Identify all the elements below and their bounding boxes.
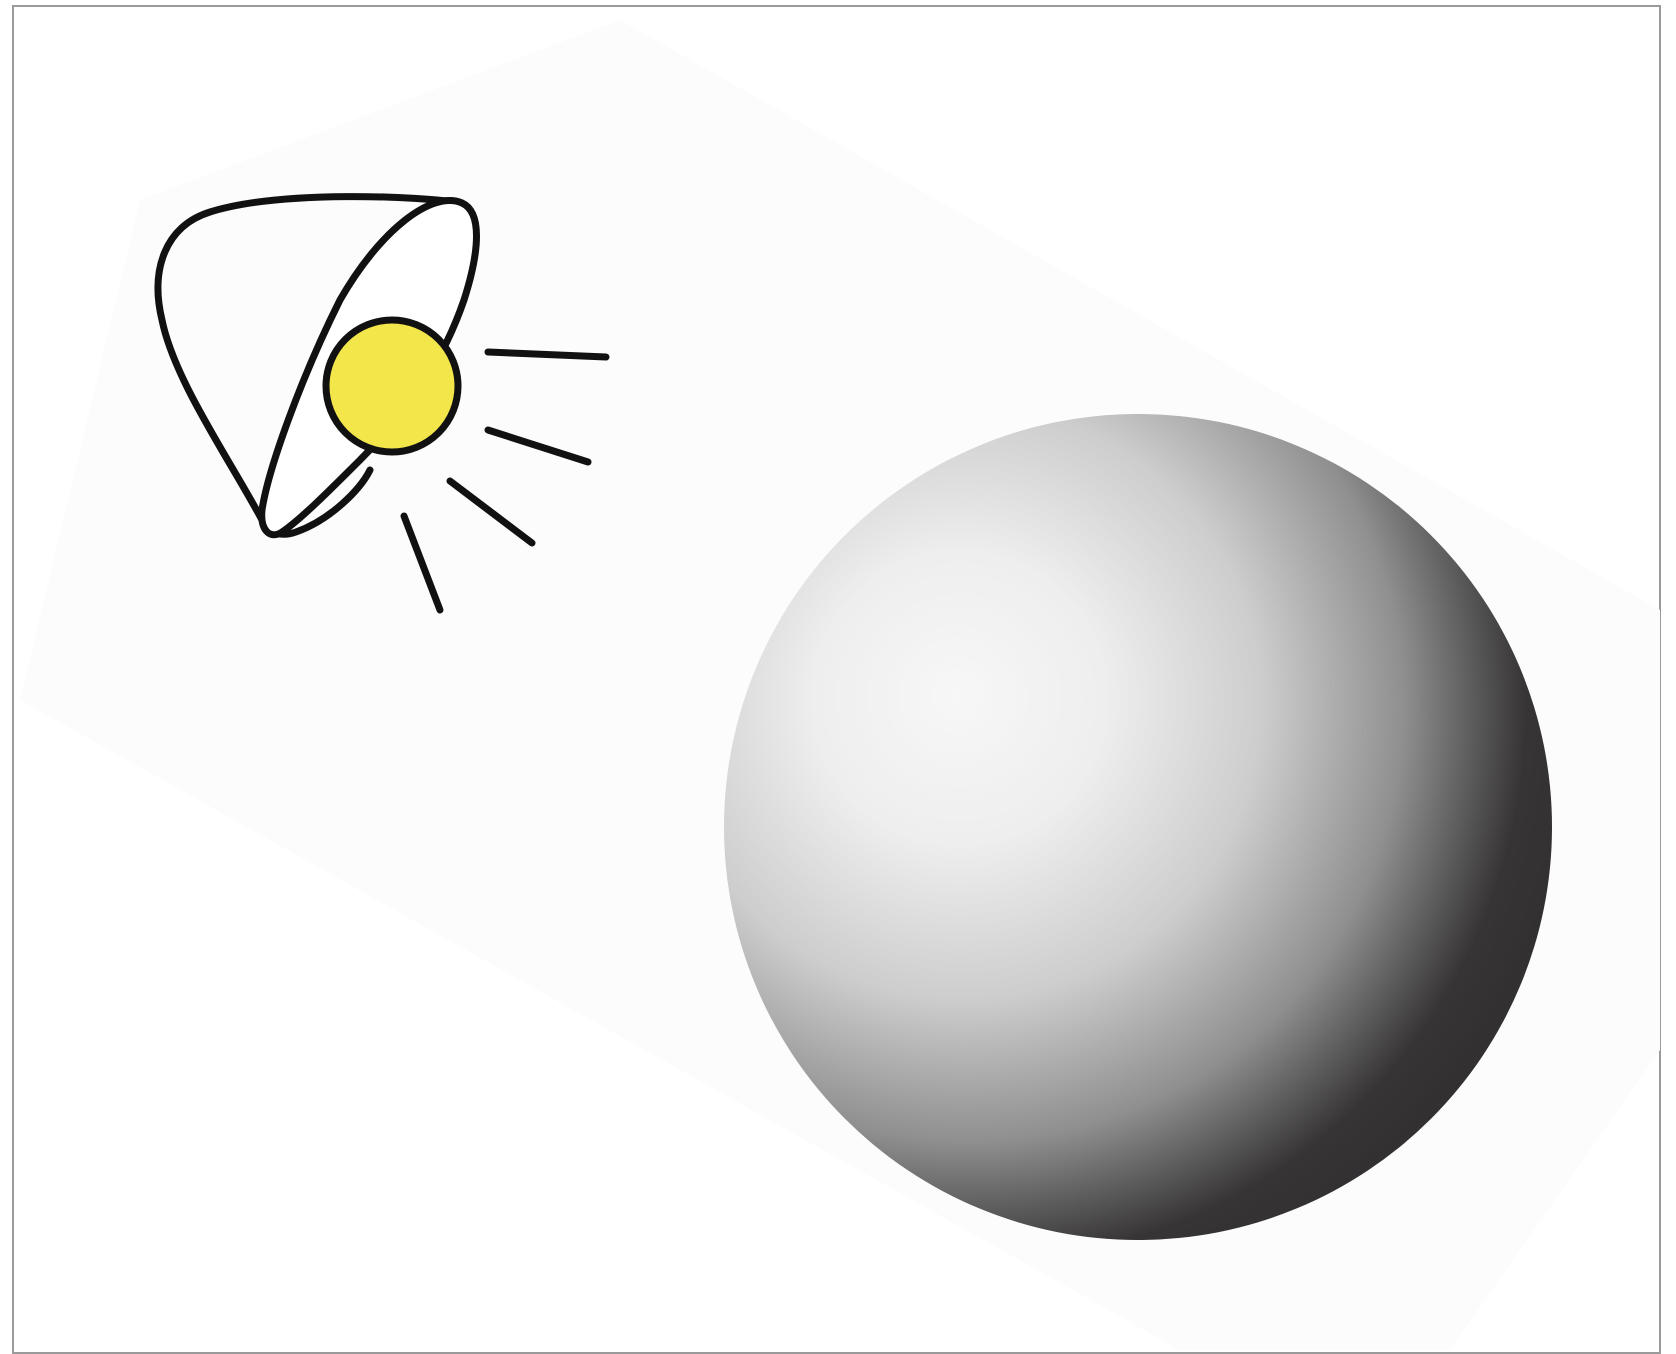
sphere-body [724, 414, 1552, 1240]
light-ray [488, 352, 606, 357]
light-bulb [326, 320, 458, 452]
shaded-sphere [724, 414, 1552, 1240]
